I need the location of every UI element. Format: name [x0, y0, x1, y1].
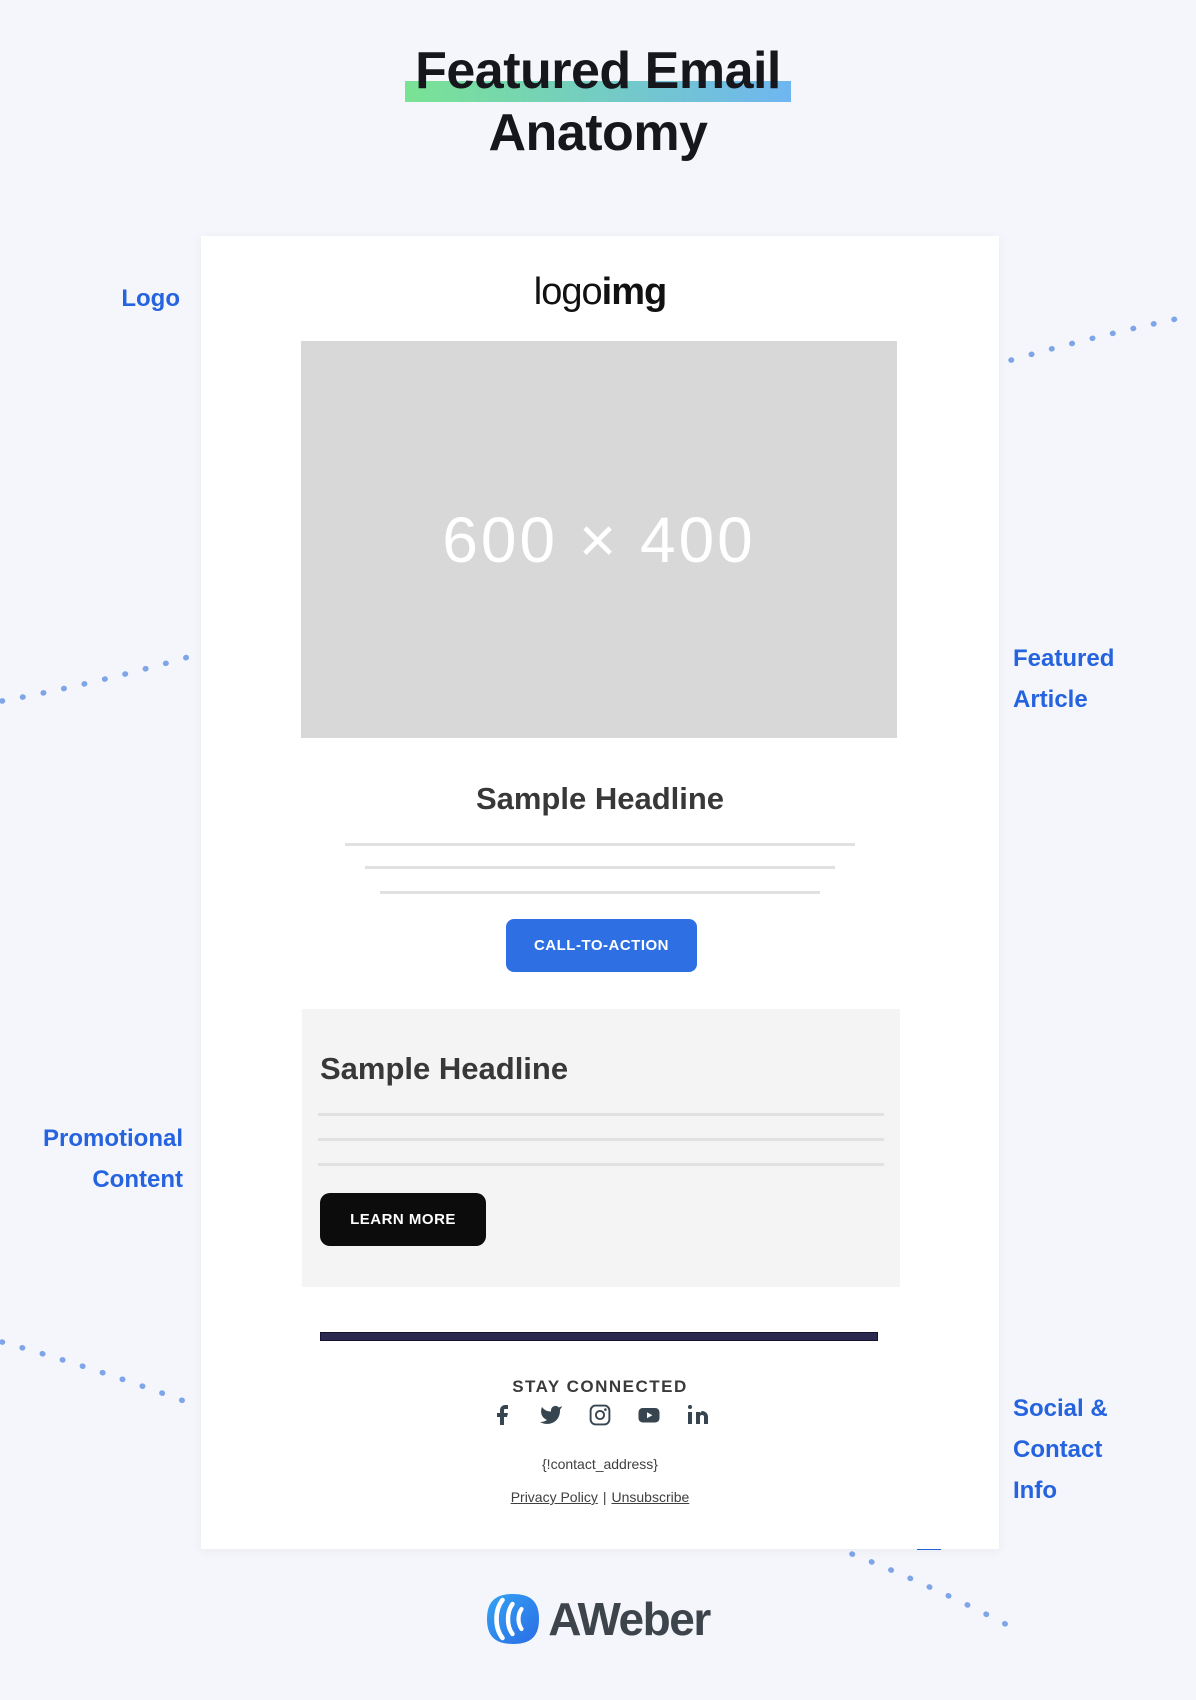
email-logo-text: logo — [533, 271, 603, 313]
aweber-logo: AWeber — [0, 1592, 1196, 1646]
links-separator: | — [602, 1489, 607, 1505]
text-placeholder-line — [318, 1113, 884, 1116]
promotional-content-block: Sample Headline LEARN MORE — [302, 1009, 900, 1287]
privacy-policy-link[interactable]: Privacy Policy — [510, 1489, 598, 1505]
hero-image-placeholder: 600 × 400 — [301, 341, 897, 738]
page-title-line1: Featured Email — [405, 40, 791, 102]
dotted-arc-bottom-left — [0, 1339, 195, 1407]
page-title-line2: Anatomy — [488, 104, 708, 162]
dotted-arc-left — [0, 650, 205, 704]
dotted-arc-bottom-right — [849, 1551, 1016, 1631]
dotted-arc-top-right — [988, 313, 1193, 369]
annotation-social-label: Social & Contact Info — [1013, 1395, 1108, 1504]
stay-connected-heading: STAY CONNECTED — [512, 1377, 688, 1396]
unsubscribe-link[interactable]: Unsubscribe — [611, 1489, 690, 1505]
instagram-icon[interactable] — [588, 1403, 612, 1427]
legal-links-row: Privacy Policy|Unsubscribe — [201, 1489, 999, 1505]
learn-more-button[interactable]: LEARN MORE — [320, 1193, 486, 1246]
social-icons-row — [201, 1403, 999, 1427]
text-placeholder-line — [365, 866, 835, 869]
text-placeholder-line — [345, 843, 855, 846]
featured-headline: Sample Headline — [475, 781, 725, 816]
youtube-icon[interactable] — [637, 1403, 661, 1427]
contact-address-merge-tag: {!contact_address} — [542, 1456, 658, 1472]
email-mockup: logoimg 600 × 400 Sample Headline CALL-T… — [201, 236, 999, 1549]
annotation-promotional-label: Promotional Content — [42, 1125, 183, 1193]
facebook-icon[interactable] — [490, 1403, 514, 1427]
annotation-logo-label: Logo — [121, 285, 180, 312]
promo-headline: Sample Headline — [320, 1051, 569, 1086]
call-to-action-button[interactable]: CALL-TO-ACTION — [506, 919, 697, 972]
annotation-featured-article-label: Featured Article — [1013, 645, 1115, 713]
linkedin-icon[interactable] — [686, 1403, 710, 1427]
text-placeholder-line — [318, 1163, 884, 1166]
page-title: Featured Email Anatomy — [0, 40, 1196, 164]
aweber-wordmark: AWeber — [548, 1593, 711, 1645]
footer-divider-bar — [320, 1332, 878, 1341]
aweber-logo-icon — [487, 1594, 540, 1644]
hero-placeholder-text: 600 × 400 — [442, 503, 756, 576]
twitter-icon[interactable] — [539, 1403, 563, 1427]
text-placeholder-line — [318, 1138, 884, 1141]
text-placeholder-line — [380, 891, 820, 894]
email-logo: logoimg — [533, 271, 667, 313]
